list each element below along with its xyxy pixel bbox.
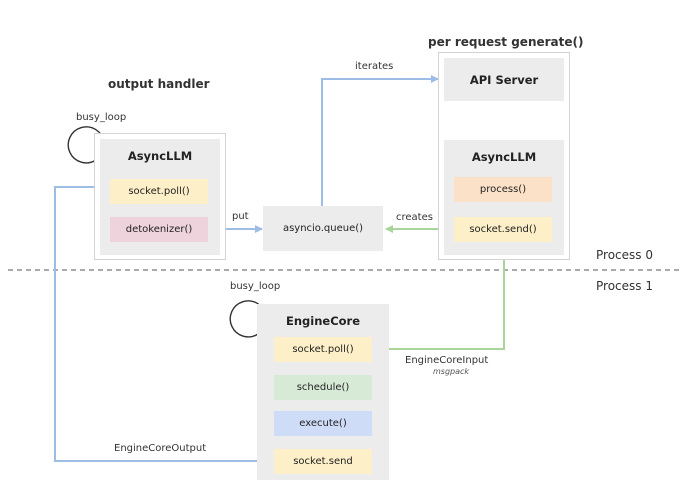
asyncllm-output-title: AsyncLLM <box>127 149 193 163</box>
msgpack-label: msgpack <box>433 367 470 376</box>
busy-loop-arrow-output <box>67 126 107 164</box>
engine-busy-loop-label: busy_loop <box>230 281 281 292</box>
iterates-arrow <box>321 75 439 206</box>
process-0-label: Process 0 <box>596 248 653 262</box>
execute-box: execute() <box>274 411 372 436</box>
engine-core-card: EngineCore socket.poll() schedule() exec… <box>257 304 389 480</box>
engine-socket-poll-box: socket.poll() <box>274 337 372 362</box>
output-socket-poll-box: socket.poll() <box>110 179 208 204</box>
put-label: put <box>232 211 249 222</box>
per-request-panel: API Server AsyncLLM process() socket.sen… <box>438 52 570 260</box>
per-request-title: per request generate() <box>428 35 584 49</box>
asyncllm-request-title: AsyncLLM <box>471 150 537 164</box>
engine-core-title: EngineCore <box>285 314 360 328</box>
asyncllm-output-card: AsyncLLM socket.poll() detokenizer() <box>100 139 220 255</box>
asyncio-queue-box: asyncio.queue() <box>263 206 383 251</box>
engine-socket-send-box: socket.send <box>274 449 372 474</box>
asyncllm-request-card: AsyncLLM process() socket.send() <box>444 140 564 255</box>
output-handler-title: output handler <box>108 77 210 91</box>
schedule-box: schedule() <box>274 375 372 400</box>
engine-core-input-label: EngineCoreInput <box>405 355 489 366</box>
creates-label: creates <box>396 212 433 223</box>
engine-core-input-arrow <box>374 243 505 353</box>
api-server-box: API Server <box>444 58 564 101</box>
process-box: process() <box>454 177 552 202</box>
output-handler-panel: AsyncLLM socket.poll() detokenizer() <box>94 133 226 260</box>
engine-core-output-arrow <box>54 183 273 462</box>
iterates-label: iterates <box>355 61 394 72</box>
request-socket-send-box: socket.send() <box>454 217 552 242</box>
process-1-label: Process 1 <box>596 279 653 293</box>
engine-core-output-label: EngineCoreOutput <box>114 443 207 454</box>
detokenizer-box: detokenizer() <box>110 217 208 242</box>
output-busy-loop-label: busy_loop <box>76 112 127 123</box>
